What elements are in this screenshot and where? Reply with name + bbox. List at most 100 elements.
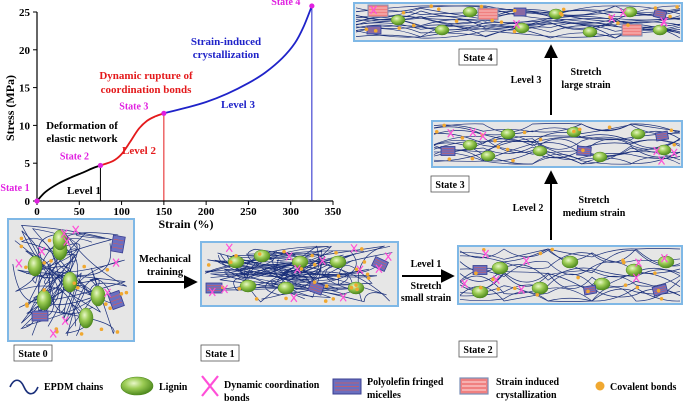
covalent-bond xyxy=(442,123,446,128)
covalent-bond xyxy=(669,128,674,133)
lignin-particle xyxy=(480,150,496,162)
state-1-label: State 1 xyxy=(200,344,240,362)
covalent-bond xyxy=(493,138,497,143)
state-2-panel xyxy=(457,245,683,305)
legend-item-covalent: Covalent bonds xyxy=(595,381,677,393)
strain-crystal xyxy=(367,4,389,18)
fringed-micelle xyxy=(652,8,668,20)
covalent-bond xyxy=(364,27,369,32)
lignin-particle xyxy=(652,24,668,36)
epdm-chain xyxy=(459,248,681,260)
covalent-bond xyxy=(336,274,341,278)
fringed-micelle xyxy=(582,284,598,296)
lignin-particle xyxy=(561,255,579,269)
epdm-chain xyxy=(32,238,126,327)
lignin-particle xyxy=(462,6,478,18)
covalent-bond xyxy=(365,272,370,277)
legend-item-epdm: EPDM chains xyxy=(9,379,103,395)
epdm-chain xyxy=(433,136,681,154)
covalent-bond xyxy=(108,306,112,311)
fringed-micelle xyxy=(107,289,125,311)
covalent-bond xyxy=(511,158,515,163)
level2-annotation: Level 2 xyxy=(122,145,156,157)
coordination-bond xyxy=(469,128,477,137)
svg-text:Covalent bonds: Covalent bonds xyxy=(610,382,677,393)
epdm-chain xyxy=(433,123,681,133)
sic-annotation-line1: Strain-induced xyxy=(191,36,261,48)
covalent-bond xyxy=(312,280,317,285)
covalent-bond xyxy=(535,292,540,297)
y-tick-label: 0 xyxy=(25,196,31,208)
coordination-bond xyxy=(619,8,627,17)
state-2-label: State 2 xyxy=(458,340,498,358)
epdm-chain xyxy=(227,245,344,277)
covalent-bond xyxy=(672,142,677,147)
covalent-bond xyxy=(496,287,501,291)
svg-text:medium strain: medium strain xyxy=(563,208,626,219)
x-tick-label: 300 xyxy=(282,206,299,218)
coordination-bond xyxy=(670,148,678,158)
epdm-chain xyxy=(433,124,681,135)
covalent-bond xyxy=(653,6,658,10)
covalent-bond xyxy=(401,10,406,15)
covalent-bond xyxy=(505,147,510,152)
epdm-chain xyxy=(459,248,681,269)
lignin-particle xyxy=(78,307,94,329)
covalent-bond xyxy=(437,7,441,11)
covalent-bond xyxy=(499,20,504,24)
covalent-bond xyxy=(331,297,336,301)
covalent-bond xyxy=(234,253,238,258)
svg-text:training: training xyxy=(147,267,184,278)
level1-annotation: Level 1 xyxy=(67,185,101,197)
bowtie-icon xyxy=(201,375,219,397)
covalent-bond xyxy=(24,265,28,270)
coordination-bond xyxy=(285,251,293,261)
svg-text:State 2: State 2 xyxy=(463,345,492,356)
covalent-bond xyxy=(310,253,315,258)
x-tick-label: 50 xyxy=(74,206,86,218)
covalent-bond xyxy=(490,18,494,23)
state-drop-lines xyxy=(99,5,313,201)
lignin-particle xyxy=(582,26,598,38)
covalent-bond xyxy=(538,251,543,256)
covalent-bond xyxy=(284,296,288,301)
covalent-bond xyxy=(366,276,371,280)
coordination-bond xyxy=(112,258,120,267)
curve-segment-level-1 xyxy=(36,164,101,202)
x-tick-label: 100 xyxy=(113,206,130,218)
covalent-bond xyxy=(675,5,679,9)
covalent-bond xyxy=(72,281,77,285)
x-tick-label: 350 xyxy=(325,206,342,218)
covalent-bond xyxy=(299,267,304,271)
lignin-particle xyxy=(532,145,548,157)
epdm-chain xyxy=(270,249,387,303)
micelle-icon xyxy=(332,378,362,395)
svg-text:bonds: bonds xyxy=(224,393,250,404)
y-tick-label: 10 xyxy=(19,120,31,132)
rupture-annotation-line1: Dynamic rupture of xyxy=(99,70,193,82)
coordination-bond xyxy=(660,17,668,27)
covalent-bond xyxy=(581,148,585,153)
state-marker xyxy=(34,198,40,204)
covalent-bond xyxy=(115,330,120,334)
coordination-bond xyxy=(63,237,71,246)
coordination-bond xyxy=(72,225,80,235)
covalent-bond xyxy=(460,136,465,140)
coordination-bond xyxy=(492,275,500,285)
epdm-chain xyxy=(433,151,681,165)
svg-text:Polyolefin fringed: Polyolefin fringed xyxy=(367,377,444,388)
covalent-bond xyxy=(572,129,576,134)
state-marker-label: State 3 xyxy=(119,101,148,112)
covalent-bond xyxy=(82,264,87,269)
svg-text:EPDM chains: EPDM chains xyxy=(44,382,103,393)
covalent-bond xyxy=(99,327,104,332)
lignin-particle xyxy=(253,249,271,263)
coordination-bond xyxy=(482,249,490,259)
strain-crystal xyxy=(477,7,499,21)
covalent-bond xyxy=(656,288,661,293)
covalent-bond xyxy=(55,329,59,334)
covalent-bond xyxy=(334,250,338,255)
